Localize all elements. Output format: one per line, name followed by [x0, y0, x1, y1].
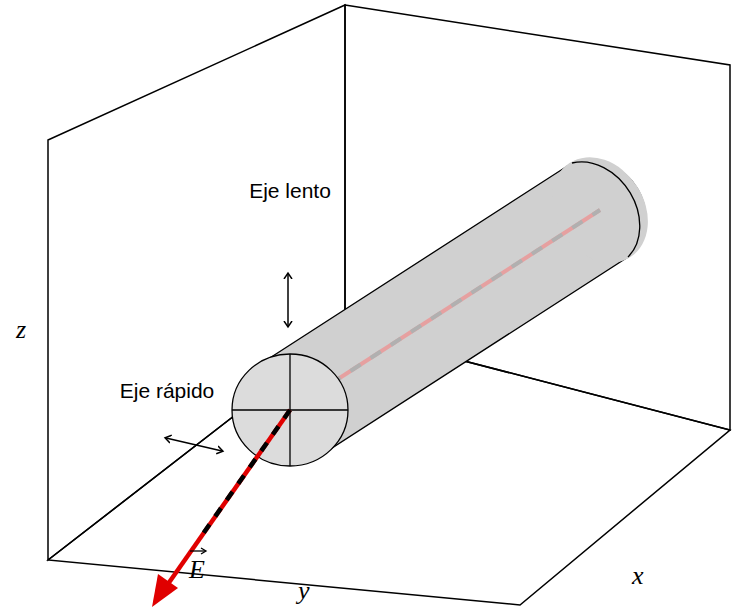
axis-name: x — [632, 562, 644, 590]
axis-name: y — [298, 577, 310, 605]
axis-label: Eje lento — [248, 175, 332, 206]
axis-name: z — [16, 316, 26, 344]
axes-frame — [48, 5, 730, 605]
vector-overarrow — [190, 548, 206, 554]
fiber-cylinder — [232, 139, 667, 466]
axis-label: Eje rápido — [112, 375, 222, 406]
slow-axis-arrow — [287, 274, 289, 326]
field-vector — [152, 410, 290, 607]
fast-axis-arrow — [166, 438, 222, 451]
vector-name: E — [189, 556, 205, 584]
